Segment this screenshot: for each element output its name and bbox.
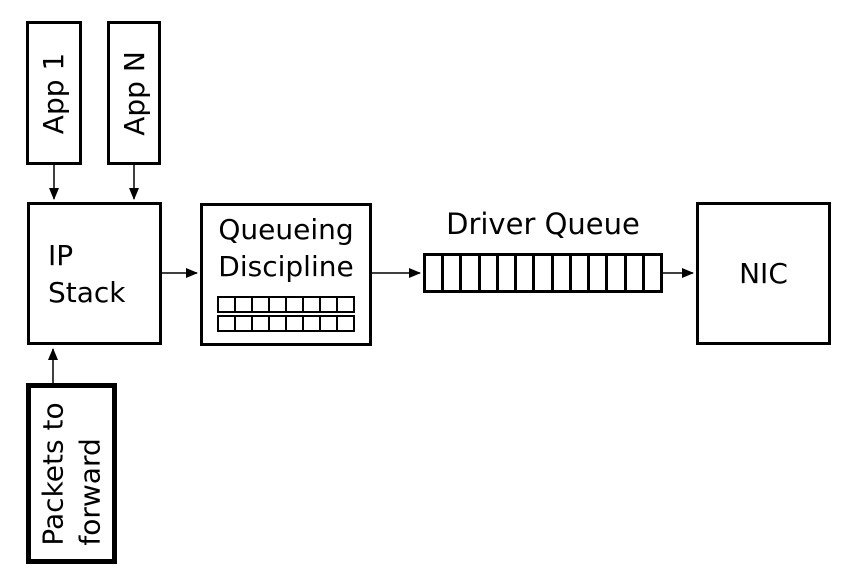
qdisc-queue-grid: [217, 296, 355, 332]
driver-queue-label: Driver Queue: [446, 207, 640, 241]
qdisc-queue-row: [217, 296, 355, 313]
driver-queue-cell: [623, 256, 642, 290]
node-appn: App N: [107, 21, 161, 165]
driver-queue-cell: [532, 256, 551, 290]
node-ip-stack-label-line2: Stack: [48, 275, 126, 309]
driver-queue-cell: [641, 256, 661, 290]
node-packets-to-forward: Packets to forward: [26, 383, 117, 564]
qdisc-queue-row: [217, 315, 355, 332]
qdisc-queue-cell: [336, 296, 355, 313]
node-nic-label: NIC: [739, 257, 788, 290]
driver-queue-cell: [587, 256, 606, 290]
qdisc-queue-cell: [336, 315, 355, 332]
node-ip-stack-label-line1: IP: [48, 238, 74, 272]
node-packets-to-forward-line2: forward: [73, 437, 107, 546]
driver-queue-cell: [568, 256, 588, 290]
node-nic: NIC: [696, 202, 831, 345]
node-packets-to-forward-line1: Packets to: [36, 401, 70, 546]
node-ip-stack: IP Stack: [27, 202, 162, 345]
node-packets-to-forward-label: Packets to forward: [35, 402, 109, 545]
node-queueing-discipline: Queueing Discipline: [200, 203, 372, 346]
driver-queue-cell: [514, 256, 533, 290]
node-app1-label: App 1: [37, 52, 71, 134]
node-queueing-discipline-label: Queueing Discipline: [218, 211, 353, 285]
driver-queue-cell: [550, 256, 569, 290]
driver-queue-cell: [441, 256, 460, 290]
driver-queue-cell: [605, 256, 624, 290]
driver-queue-cell: [459, 256, 478, 290]
driver-queue-cell: [495, 256, 515, 290]
driver-queue-strip: [423, 253, 663, 293]
driver-queue-cell: [477, 256, 496, 290]
node-app1: App 1: [26, 21, 82, 165]
node-appn-label: App N: [117, 50, 151, 136]
driver-queue-cell: [426, 256, 442, 290]
node-queueing-discipline-label-line2: Discipline: [218, 250, 354, 283]
node-queueing-discipline-label-line1: Queueing: [218, 213, 354, 246]
node-ip-stack-label: IP Stack: [48, 237, 126, 311]
